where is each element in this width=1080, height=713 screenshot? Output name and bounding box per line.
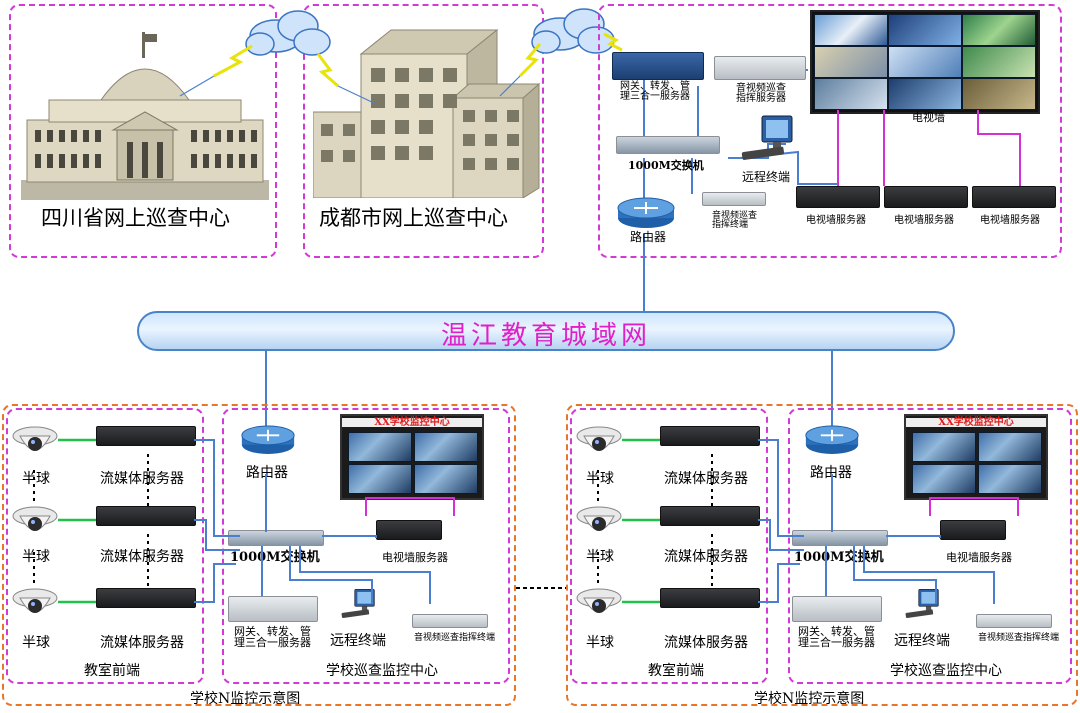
camera-label: 半球 <box>586 635 614 651</box>
camera-label: 半球 <box>586 549 614 565</box>
school-links-1 <box>33 438 455 604</box>
av-command-server-label: 音视频巡查 指挥服务器 <box>736 83 786 104</box>
stream-server-device[interactable] <box>660 588 760 608</box>
tv-wall-label: 电视墙 <box>912 111 945 124</box>
monitor-wall-title: XX学校监控中心 <box>342 418 482 428</box>
school-center-panel-1 <box>222 408 510 684</box>
diagram-caption: 学校N监控示意图 <box>754 691 865 707</box>
sichuan-center-panel: 四川省网上巡查中心 <box>9 4 277 258</box>
school-diagram-1 <box>2 404 516 706</box>
remote-terminal-label: 远程终端 <box>742 170 791 184</box>
router-label: 路由器 <box>810 465 852 481</box>
tv-wall-server-device-3[interactable] <box>972 186 1056 208</box>
school-links-2 <box>597 438 1019 604</box>
router-label: 路由器 <box>630 230 667 244</box>
tv-wall-server-device[interactable] <box>940 520 1006 540</box>
switch-label: 1000M交换机 <box>794 550 884 565</box>
tv-wall-server-label: 电视墙服务器 <box>946 551 1012 564</box>
switch-device[interactable] <box>616 136 720 154</box>
gateway-server-label: 网关、转发、管 理三合一服务器 <box>234 625 311 649</box>
government-building-icon <box>21 32 269 200</box>
gateway-server-label: 网关、转发、管 理三合一服务器 <box>620 81 690 102</box>
gateway-server-device[interactable] <box>228 596 318 622</box>
school-monitor-wall: XX学校监控中心 <box>340 414 484 500</box>
dome-camera-icon <box>12 588 58 613</box>
switch-label: 1000M交换机 <box>230 550 320 565</box>
school-center-panel-2 <box>788 408 1072 684</box>
camera-label: 半球 <box>22 471 50 487</box>
tv-wall <box>810 10 1040 114</box>
classroom-panel-2 <box>570 408 768 684</box>
stream-server-label: 流媒体服务器 <box>100 549 184 565</box>
tv-wall-server-device-1[interactable] <box>796 186 880 208</box>
av-command-terminal-label: 音视频巡查指挥终端 <box>978 633 1060 643</box>
stream-server-device[interactable] <box>96 588 196 608</box>
education-network-pipe: 温江教育城域网 <box>137 311 955 351</box>
dome-camera-icon <box>576 588 622 613</box>
classroom-label: 教室前端 <box>84 663 140 679</box>
av-command-terminal-label: 音视频巡查 指挥终端 <box>712 211 758 230</box>
stream-server-device[interactable] <box>96 426 196 446</box>
av-command-terminal-device[interactable] <box>976 614 1052 628</box>
switch-device[interactable] <box>228 530 324 546</box>
av-command-terminal-device[interactable] <box>702 192 766 206</box>
av-command-terminal-label: 音视频巡查指挥终端 <box>414 633 496 643</box>
chengdu-center-label: 成都市网上巡查中心 <box>319 206 508 230</box>
diagram-caption: 学校N监控示意图 <box>190 691 301 707</box>
school-center-label: 学校巡查监控中心 <box>890 663 1002 679</box>
dome-camera-icon <box>576 426 622 451</box>
stream-server-label: 流媒体服务器 <box>100 635 184 651</box>
school-center-label: 学校巡查监控中心 <box>326 663 438 679</box>
tv-wall-server-device-2[interactable] <box>884 186 968 208</box>
gateway-server-device[interactable] <box>612 52 704 80</box>
switch-device[interactable] <box>792 530 888 546</box>
switch-label: 1000M交换机 <box>628 159 704 172</box>
cloud-links-overlay <box>179 8 623 105</box>
school-monitor-wall: XX学校监控中心 <box>904 414 1048 500</box>
av-command-server-device[interactable] <box>714 56 806 80</box>
stream-server-label: 流媒体服务器 <box>664 549 748 565</box>
tv-wall-server-label-2: 电视墙服务器 <box>894 215 954 226</box>
camera-label: 半球 <box>22 635 50 651</box>
tv-wall-server-label-1: 电视墙服务器 <box>806 215 866 226</box>
gateway-server-label: 网关、转发、管 理三合一服务器 <box>798 625 875 649</box>
monitor-icon <box>341 588 375 619</box>
stream-server-label: 流媒体服务器 <box>664 635 748 651</box>
stream-server-device[interactable] <box>660 506 760 526</box>
dome-camera-icon <box>12 506 58 531</box>
av-command-terminal-device[interactable] <box>412 614 488 628</box>
router-icon <box>241 425 295 454</box>
command-center-panel <box>598 4 1062 258</box>
stream-server-device[interactable] <box>660 426 760 446</box>
stream-server-label: 流媒体服务器 <box>664 471 748 487</box>
remote-terminal-label: 远程终端 <box>330 633 386 649</box>
sichuan-center-label: 四川省网上巡查中心 <box>41 206 230 230</box>
dome-camera-icon <box>576 506 622 531</box>
office-building-icon <box>313 28 541 198</box>
remote-terminal-label: 远程终端 <box>894 633 950 649</box>
chengdu-center-panel: 成都市网上巡查中心 <box>303 4 544 258</box>
camera-label: 半球 <box>586 471 614 487</box>
tv-wall-server-label: 电视墙服务器 <box>382 551 448 564</box>
router-icon <box>805 425 859 454</box>
monitor-icon <box>905 588 939 619</box>
classroom-panel-1 <box>6 408 204 684</box>
dome-camera-icon <box>12 426 58 451</box>
stream-server-device[interactable] <box>96 506 196 526</box>
school-diagram-2 <box>566 404 1078 706</box>
tv-wall-server-label-3: 电视墙服务器 <box>980 215 1040 226</box>
cloud-icon <box>245 10 331 56</box>
camera-label: 半球 <box>22 549 50 565</box>
tv-wall-server-device[interactable] <box>376 520 442 540</box>
router-icon <box>617 197 675 228</box>
monitor-icon <box>741 115 793 160</box>
lightning-icon <box>213 32 623 88</box>
classroom-label: 教室前端 <box>648 663 704 679</box>
stream-server-label: 流媒体服务器 <box>100 471 184 487</box>
gateway-server-device[interactable] <box>792 596 882 622</box>
router-label: 路由器 <box>246 465 288 481</box>
network-title: 温江教育城域网 <box>440 321 651 351</box>
monitor-wall-title: XX学校监控中心 <box>906 418 1046 428</box>
